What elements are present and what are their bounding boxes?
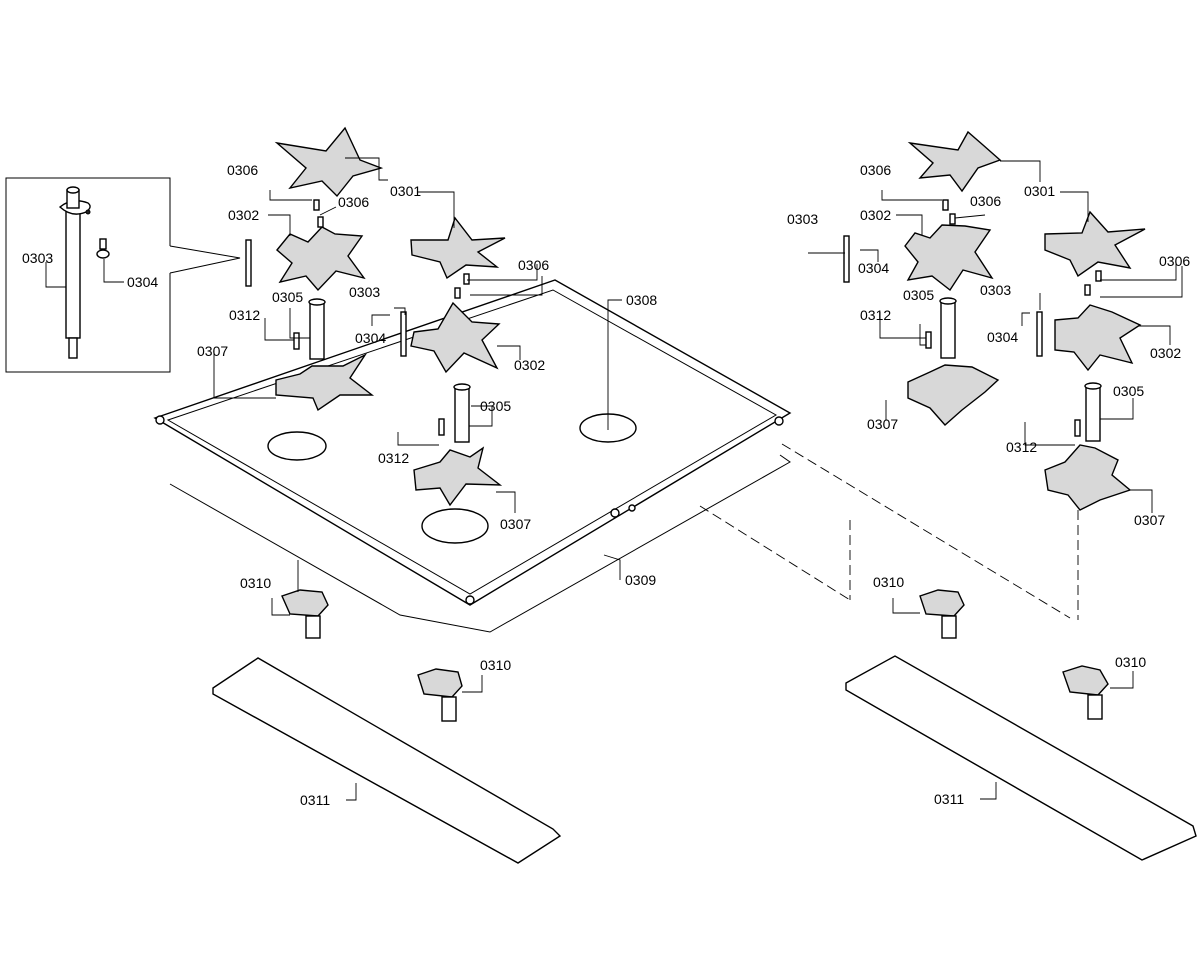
gas-valve xyxy=(1062,665,1109,696)
label-0305: 0305 xyxy=(480,398,511,414)
label-0302: 0302 xyxy=(514,357,545,373)
inset-label-0304: 0304 xyxy=(127,274,158,290)
burner-cap xyxy=(1044,210,1146,278)
gas-valve xyxy=(281,589,329,617)
label-0302: 0302 xyxy=(228,207,259,223)
right-leaders xyxy=(808,160,1183,800)
burner-base xyxy=(410,301,501,374)
label-0304: 0304 xyxy=(858,260,889,276)
label-0305: 0305 xyxy=(1113,383,1144,399)
label-0305: 0305 xyxy=(903,287,934,303)
label-0304: 0304 xyxy=(987,329,1018,345)
label-0303: 0303 xyxy=(787,211,818,227)
left-labels: 0306 0306 0301 0302 0306 0305 0303 0308 … xyxy=(197,162,657,808)
left-leaders xyxy=(213,157,622,801)
label-0306: 0306 xyxy=(860,162,891,178)
gas-valve xyxy=(417,668,463,698)
label-0307: 0307 xyxy=(1134,512,1165,528)
label-0310: 0310 xyxy=(1115,654,1146,670)
control-bar xyxy=(212,657,562,864)
label-0307: 0307 xyxy=(197,343,228,359)
ignitor-tube-detail xyxy=(58,186,91,359)
inset-detail: 0303 0304 xyxy=(5,177,241,373)
label-0305: 0305 xyxy=(272,289,303,305)
label-0310: 0310 xyxy=(240,575,271,591)
gasket-outline xyxy=(169,454,791,633)
gas-valve xyxy=(919,589,965,617)
label-0311: 0311 xyxy=(934,791,964,807)
label-0306: 0306 xyxy=(338,194,369,210)
clip-screw-detail xyxy=(96,238,110,259)
label-0312: 0312 xyxy=(860,307,891,323)
burner-base xyxy=(276,226,366,292)
burner-head xyxy=(413,446,503,507)
label-0301: 0301 xyxy=(1024,183,1055,199)
label-0312: 0312 xyxy=(378,450,409,466)
label-0310: 0310 xyxy=(873,574,904,590)
right-parts xyxy=(843,130,1197,861)
label-0306: 0306 xyxy=(1159,253,1190,269)
label-0306: 0306 xyxy=(518,257,549,273)
label-0307: 0307 xyxy=(867,416,898,432)
label-0309: 0309 xyxy=(625,572,656,588)
burner-head xyxy=(275,353,375,412)
label-0312: 0312 xyxy=(1006,439,1037,455)
label-0303: 0303 xyxy=(980,282,1011,298)
right-labels: 0306 0301 0302 0306 0303 0304 0305 0312 … xyxy=(787,162,1190,807)
burner-base xyxy=(1054,304,1142,372)
burner-head xyxy=(907,364,1000,426)
burner-cap xyxy=(907,130,1002,193)
left-parts xyxy=(212,126,562,864)
label-0307: 0307 xyxy=(500,516,531,532)
label-0302: 0302 xyxy=(860,207,891,223)
label-0312: 0312 xyxy=(229,307,260,323)
label-0308: 0308 xyxy=(626,292,657,308)
label-0306: 0306 xyxy=(227,162,258,178)
left-tray xyxy=(153,279,1071,633)
burner-head xyxy=(1044,444,1132,511)
label-0306: 0306 xyxy=(970,193,1001,209)
label-0304: 0304 xyxy=(355,330,386,346)
label-0303: 0303 xyxy=(349,284,380,300)
label-0311: 0311 xyxy=(300,792,330,808)
burner-cap xyxy=(410,216,506,280)
burner-base xyxy=(904,224,994,292)
label-0310: 0310 xyxy=(480,657,511,673)
burner-cap xyxy=(274,126,384,198)
inset-label-0303: 0303 xyxy=(22,250,53,266)
label-0301: 0301 xyxy=(390,183,421,199)
label-0302: 0302 xyxy=(1150,345,1181,361)
control-bar xyxy=(845,655,1197,861)
